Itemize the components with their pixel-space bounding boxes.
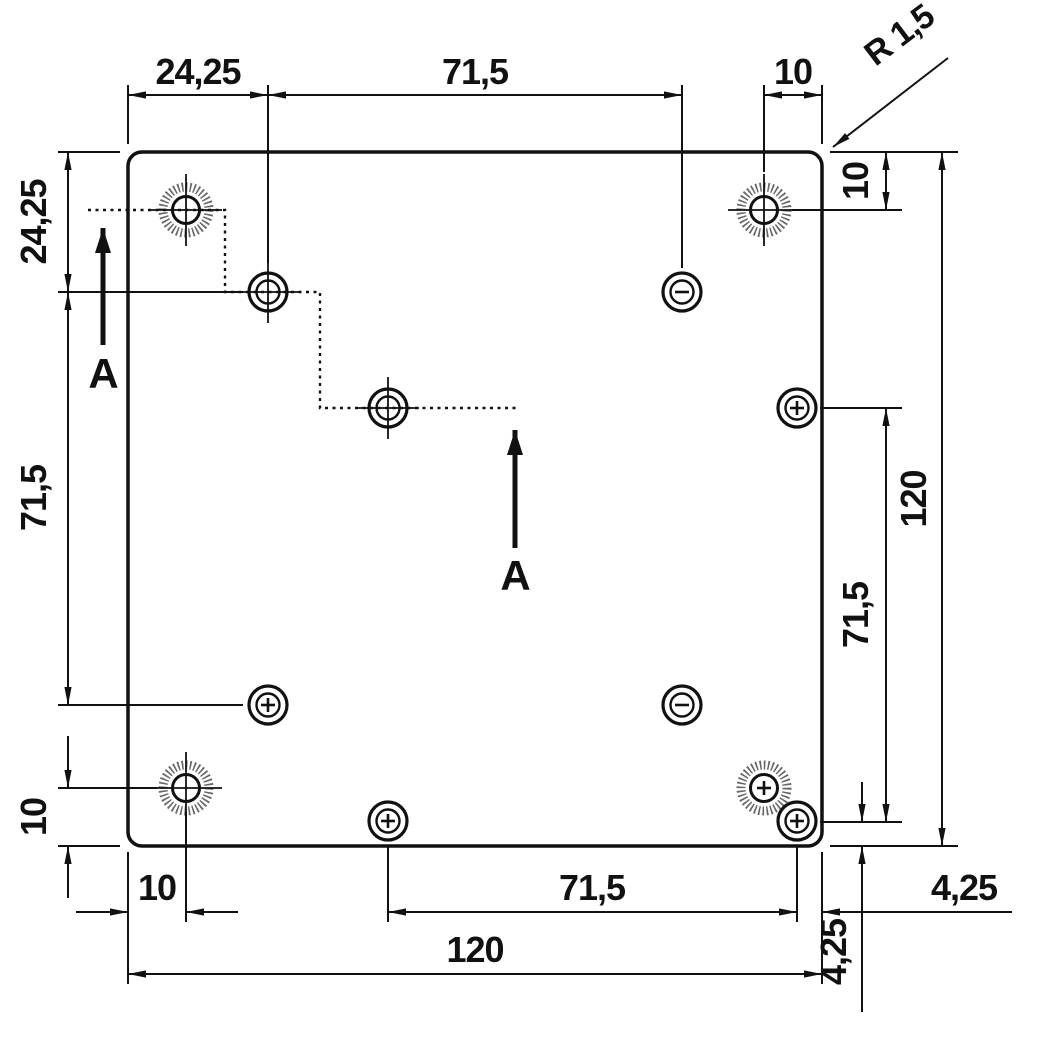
section-cut-path [88, 208, 520, 410]
hole-plus [247, 684, 289, 726]
dim-label-top-10: 10 [774, 51, 812, 92]
hole-plus [367, 800, 409, 842]
dimension-lines [64, 57, 1012, 1012]
hole-knurled-cross [728, 174, 800, 246]
hole-circle [661, 271, 703, 313]
plate-outline [126, 150, 824, 848]
dim-label-bottom-4-25: 4,25 [931, 867, 998, 908]
dim-label-top-24-25: 24,25 [155, 51, 241, 92]
hole-plus [776, 800, 818, 842]
dim-label-bottom-71-5: 71,5 [559, 867, 626, 908]
radius-leader-line [832, 57, 949, 148]
hole-circle [255, 692, 281, 718]
hole-circle [776, 800, 818, 842]
hole-circle [784, 395, 810, 421]
dim-label-right-10: 10 [835, 162, 876, 200]
section-arrows [95, 228, 523, 548]
hole-circle [776, 387, 818, 429]
hole-circle [736, 760, 792, 816]
section-label-middle: A [500, 552, 530, 599]
dim-label-bottom-10: 10 [138, 867, 176, 908]
hole-circle [375, 808, 401, 834]
hole-circle [669, 279, 695, 305]
dim-label-vert-4-25: 4,25 [813, 918, 854, 985]
hole-minus [661, 271, 703, 313]
hole-circle [247, 684, 289, 726]
dim-label-bottom-120: 120 [446, 929, 503, 970]
dim-label-left-10: 10 [13, 798, 54, 836]
hole-circle [669, 692, 695, 718]
hole-circle [784, 808, 810, 834]
hole-plus [776, 387, 818, 429]
dimension-labels: 24,25 71,5 10 R 1,5 10 120 71,5 24,25 71… [13, 0, 999, 985]
hole-circle [661, 684, 703, 726]
dim-label-top-71-5: 71,5 [442, 51, 509, 92]
section-label-left: A [88, 350, 118, 397]
dim-label-right-71-5: 71,5 [835, 581, 876, 648]
dim-label-corner-radius: R 1,5 [857, 0, 941, 73]
dim-label-left-71-5: 71,5 [13, 464, 54, 531]
dim-label-right-120: 120 [893, 470, 934, 527]
dim-label-left-24-25: 24,25 [13, 178, 54, 264]
hole-circle [749, 773, 779, 803]
section-cut-polyline [88, 208, 520, 410]
hole-circle [367, 800, 409, 842]
hole-minus [661, 684, 703, 726]
hole-knurled-plus [736, 760, 792, 816]
